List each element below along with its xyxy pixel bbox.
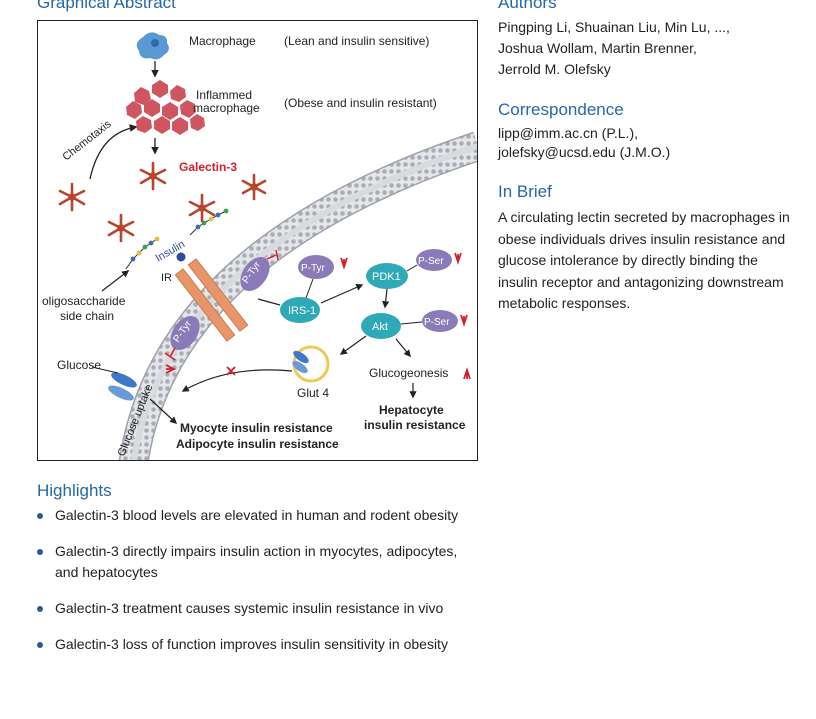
correspondence-list: lipp@imm.ac.cn (P.L.), jolefsky@ucsd.edu… (498, 124, 670, 162)
pdk1-node: PDK1 (366, 263, 408, 289)
authors-list: Pingping Li, Shuainan Liu, Min Lu, ..., … (498, 17, 730, 80)
highlight-item: Galectin-3 treatment causes systemic ins… (37, 598, 477, 619)
label-inflamed-2: macrophage (193, 101, 260, 115)
label-glucogeonesis: Glucogeonesis (369, 366, 448, 380)
highlight-item: Galectin-3 blood levels are elevated in … (37, 505, 477, 526)
label-ir: IR (161, 272, 172, 284)
label-hepatocyte-2: insulin resistance (364, 418, 466, 432)
label-akt: Akt (372, 321, 388, 333)
p-tyr-receptor-lower: P-Tyr (170, 315, 200, 351)
label-pser-akt: P-Ser (424, 317, 450, 328)
label-macrophage: Macrophage (189, 34, 256, 48)
label-myocyte: Myocyte insulin resistance (180, 421, 333, 435)
up-arrow-icon (463, 367, 471, 380)
in-brief-title: In Brief (498, 182, 552, 201)
highlight-text: Galectin-3 blood levels are elevated in … (55, 507, 459, 523)
galectin-3-molecules (58, 161, 267, 243)
highlight-item: Galectin-3 directly impairs insulin acti… (37, 541, 477, 583)
graphical-abstract-figure: Macrophage (Lean and insulin sensitive) … (37, 20, 478, 461)
label-adipocyte: Adipocyte insulin resistance (176, 437, 339, 451)
inflamed-macrophage-cluster (126, 80, 205, 135)
irs-1-node: IRS-1 (280, 297, 320, 323)
down-arrow-icon (165, 364, 177, 374)
highlight-text: Galectin-3 directly impairs insulin acti… (55, 543, 458, 580)
label-hepatocyte-1: Hepatocyte (379, 403, 444, 417)
akt-node: Akt (361, 313, 401, 339)
pathway-diagram: Macrophage (Lean and insulin sensitive) … (42, 32, 477, 460)
label-oligo-1: oligosaccharide (42, 294, 126, 308)
correspondence-email[interactable]: lipp@imm.ac.cn (P.L.), (498, 125, 638, 141)
bullet-icon (37, 549, 43, 555)
down-arrow-icon (454, 252, 462, 265)
p-ser-akt-node: P-Ser (422, 310, 458, 332)
cell-membrane (118, 131, 477, 460)
label-pdk1: PDK1 (372, 271, 401, 283)
author-line: Joshua Wollam, Martin Brenner, (498, 40, 697, 56)
author-line: Jerrold M. Olefsky (498, 61, 611, 77)
label-ptyr-irs: P-Tyr (301, 263, 326, 274)
correspondence-email[interactable]: jolefsky@ucsd.edu (J.M.O.) (498, 144, 671, 160)
label-pser-pdk1: P-Ser (418, 256, 444, 267)
correspondence-title: Correspondence (498, 100, 624, 119)
label-oligo-2: side chain (60, 309, 114, 323)
down-arrow-icon (460, 314, 468, 327)
p-tyr-receptor-upper: P-Tyr (240, 256, 270, 292)
graphical-abstract-title: Graphical Abstract (37, 0, 176, 12)
label-obese: (Obese and insulin resistant) (284, 96, 437, 110)
macrophage-icon (136, 32, 169, 60)
highlight-text: Galectin-3 treatment causes systemic ins… (55, 600, 444, 616)
highlights-list: Galectin-3 blood levels are elevated in … (37, 505, 477, 670)
bullet-icon (37, 513, 43, 519)
bullet-icon (37, 606, 43, 612)
label-glut4: Glut 4 (297, 386, 329, 400)
bullet-icon (37, 642, 43, 648)
label-chemotaxis: Chemotaxis (60, 118, 114, 164)
p-tyr-irs-node: P-Tyr (298, 255, 334, 279)
inhibit-bar-icon (266, 254, 277, 260)
label-lean: (Lean and insulin sensitive) (284, 34, 429, 48)
highlight-item: Galectin-3 loss of function improves ins… (37, 634, 477, 655)
glut4-vesicle-icon (292, 345, 330, 383)
highlight-text: Galectin-3 loss of function improves ins… (55, 636, 448, 652)
label-glucose: Glucose (57, 358, 101, 372)
authors-title: Authors (498, 0, 557, 12)
p-ser-pdk1-node: P-Ser (416, 249, 452, 271)
oligosaccharide-chains (125, 208, 229, 270)
label-galectin-3: Galectin-3 (179, 160, 237, 174)
down-arrow-icon (340, 257, 348, 270)
glucose-transporter-icon (108, 372, 137, 401)
in-brief-text: A circulating lectin secreted by macroph… (498, 209, 790, 311)
label-irs1: IRS-1 (288, 305, 316, 317)
highlights-title: Highlights (37, 481, 112, 500)
author-line: Pingping Li, Shuainan Liu, Min Lu, ..., (498, 19, 730, 35)
block-x-icon (226, 366, 236, 376)
insulin-molecule-icon (176, 252, 186, 262)
insulin-receptor (174, 258, 249, 342)
label-inflamed-1: Inflammed (196, 88, 252, 102)
